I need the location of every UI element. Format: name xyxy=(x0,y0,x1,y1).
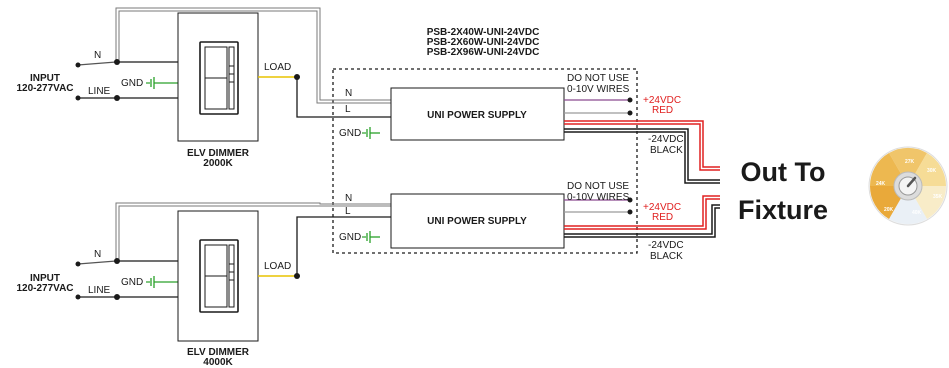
model-number-2: PSB-2X60W-UNI-24VDC xyxy=(427,37,540,48)
neg-color-label-top: BLACK xyxy=(650,145,683,156)
psu-l-label-bottom: L xyxy=(345,206,351,217)
n-input-terminal-top xyxy=(75,62,81,68)
model-number-1: PSB-2X40W-UNI-24VDC xyxy=(427,27,540,38)
pos-wire-bottom xyxy=(564,195,720,227)
neg-wire-bottom xyxy=(564,204,720,235)
model-number-3: PSB-2X96W-UNI-24VDC xyxy=(427,47,540,58)
load-to-psu-l-top xyxy=(296,77,391,118)
pos-color-label-top: RED xyxy=(652,105,673,116)
dimmer-name-top: ELV DIMMER xyxy=(187,148,250,159)
power-supply-enclosure xyxy=(332,68,638,254)
pos-voltage-label-top: +24VDC xyxy=(643,95,681,106)
gnd-label-dimmer-top: GND xyxy=(121,78,143,89)
cct-label-35k: 35K xyxy=(933,194,943,200)
dimmer-slider-top[interactable] xyxy=(228,46,235,110)
pos-voltage-label-bottom: +24VDC xyxy=(643,202,681,213)
load-label-top: LOAD xyxy=(264,62,291,73)
psu-l-label-top: L xyxy=(345,104,351,115)
pos-wire-bottom-inner xyxy=(564,198,720,230)
line-label-bottom: LINE xyxy=(88,285,111,296)
neutral-wire-top-inner xyxy=(118,10,391,104)
n-input-wire-top xyxy=(77,61,117,66)
neutral-wire-bottom-outer xyxy=(115,202,391,261)
line-label-top: LINE xyxy=(88,86,111,97)
input-title-top: INPUT xyxy=(30,73,60,84)
neg-voltage-label-top: -24VDC xyxy=(648,134,684,145)
line-input-terminal-top xyxy=(75,95,81,101)
neg-wire-top-inner xyxy=(564,131,720,184)
cct-dial-icon: 27K 30K 35K 40K 20K 24K xyxy=(868,146,948,226)
input-voltage-top: 120-277VAC xyxy=(16,83,73,94)
input-voltage-bottom: 120-277VAC xyxy=(16,283,73,294)
dim-wires-label-top: 0-10V WIRES xyxy=(567,84,630,95)
cct-label-20k: 20K xyxy=(884,207,894,213)
load-to-psu-l-bottom xyxy=(296,216,391,276)
neg-color-label-bottom: BLACK xyxy=(650,251,683,262)
psu-n-label-top: N xyxy=(345,88,352,99)
pos-wire-top-inner xyxy=(564,123,720,171)
neg-wire-bottom-inner xyxy=(564,207,720,238)
cct-label-24k: 24K xyxy=(876,181,886,187)
gnd-label-psu-bottom: GND xyxy=(339,232,361,243)
pos-wire-top xyxy=(564,120,720,168)
n-input-terminal-bottom xyxy=(75,261,81,267)
power-supply-bottom xyxy=(390,193,565,249)
power-supply-top xyxy=(390,87,565,141)
psu-n-label-bottom: N xyxy=(345,193,352,204)
output-label-line2: Fixture xyxy=(738,195,828,225)
load-label-bottom: LOAD xyxy=(264,261,291,272)
cct-label-30k: 30K xyxy=(927,168,937,174)
power-supply-label-bottom: UNI POWER SUPPLY xyxy=(427,216,527,227)
dimmer-slider-bottom[interactable] xyxy=(228,244,235,308)
do-not-use-label-bottom: DO NOT USE xyxy=(567,181,629,192)
do-not-use-label-top: DO NOT USE xyxy=(567,73,629,84)
cct-label-40k: 40K xyxy=(912,210,922,216)
n-label-top: N xyxy=(94,50,101,61)
power-supply-label-top: UNI POWER SUPPLY xyxy=(427,110,527,121)
gnd-label-dimmer-bottom: GND xyxy=(121,277,143,288)
output-label-line1: Out To xyxy=(741,157,826,187)
neutral-wire-top-outer xyxy=(115,7,391,101)
input-title-bottom: INPUT xyxy=(30,273,60,284)
dimmer-cct-top: 2000K xyxy=(203,158,233,169)
gnd-label-psu-top: GND xyxy=(339,128,361,139)
neg-voltage-label-bottom: -24VDC xyxy=(648,240,684,251)
dim-wires-label-bottom: 0-10V WIRES xyxy=(567,192,630,203)
dimmer-name-bottom: ELV DIMMER xyxy=(187,347,250,358)
neg-wire-top xyxy=(564,128,720,181)
cct-label-27k: 27K xyxy=(905,159,915,165)
pos-color-label-bottom: RED xyxy=(652,212,673,223)
n-label-bottom: N xyxy=(94,249,101,260)
line-node-top xyxy=(114,95,120,101)
dimmer-cct-bottom: 4000K xyxy=(203,357,233,368)
neutral-wire-bottom-inner xyxy=(118,205,391,261)
